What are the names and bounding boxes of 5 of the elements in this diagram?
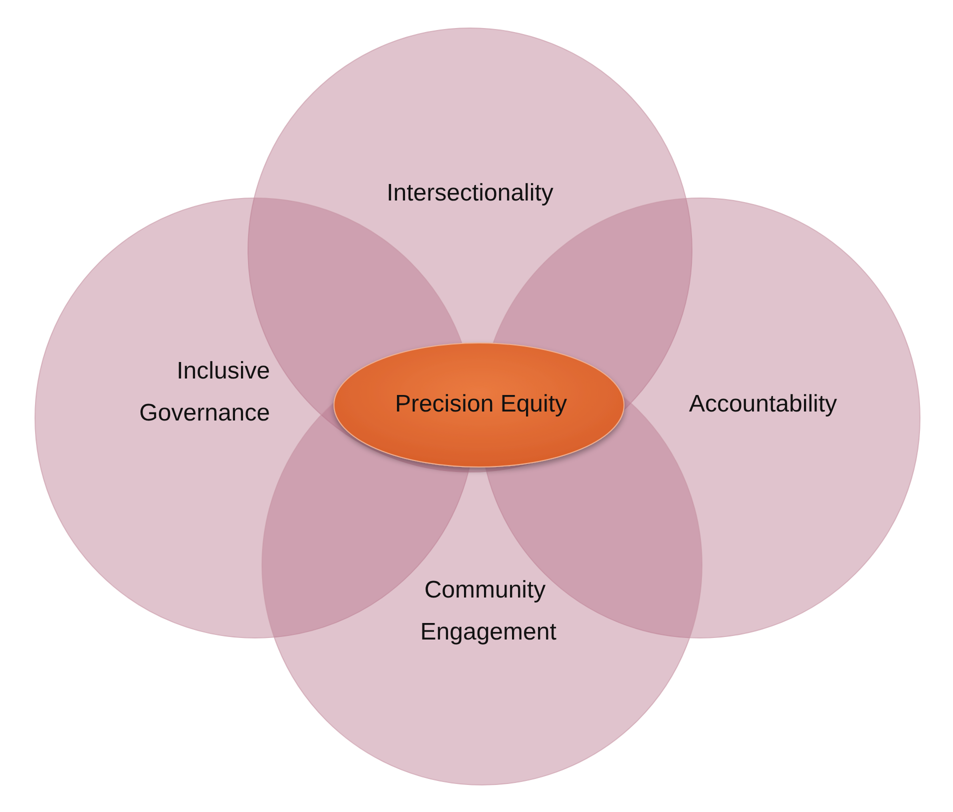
circle-label: Intersectionality <box>386 180 554 206</box>
circle-label: Inclusive Governance <box>139 358 270 426</box>
circle-label: Community Engagement <box>420 576 556 646</box>
circle-label: Accountability <box>688 390 838 418</box>
ellipse-label: Precision Equity <box>394 390 568 418</box>
